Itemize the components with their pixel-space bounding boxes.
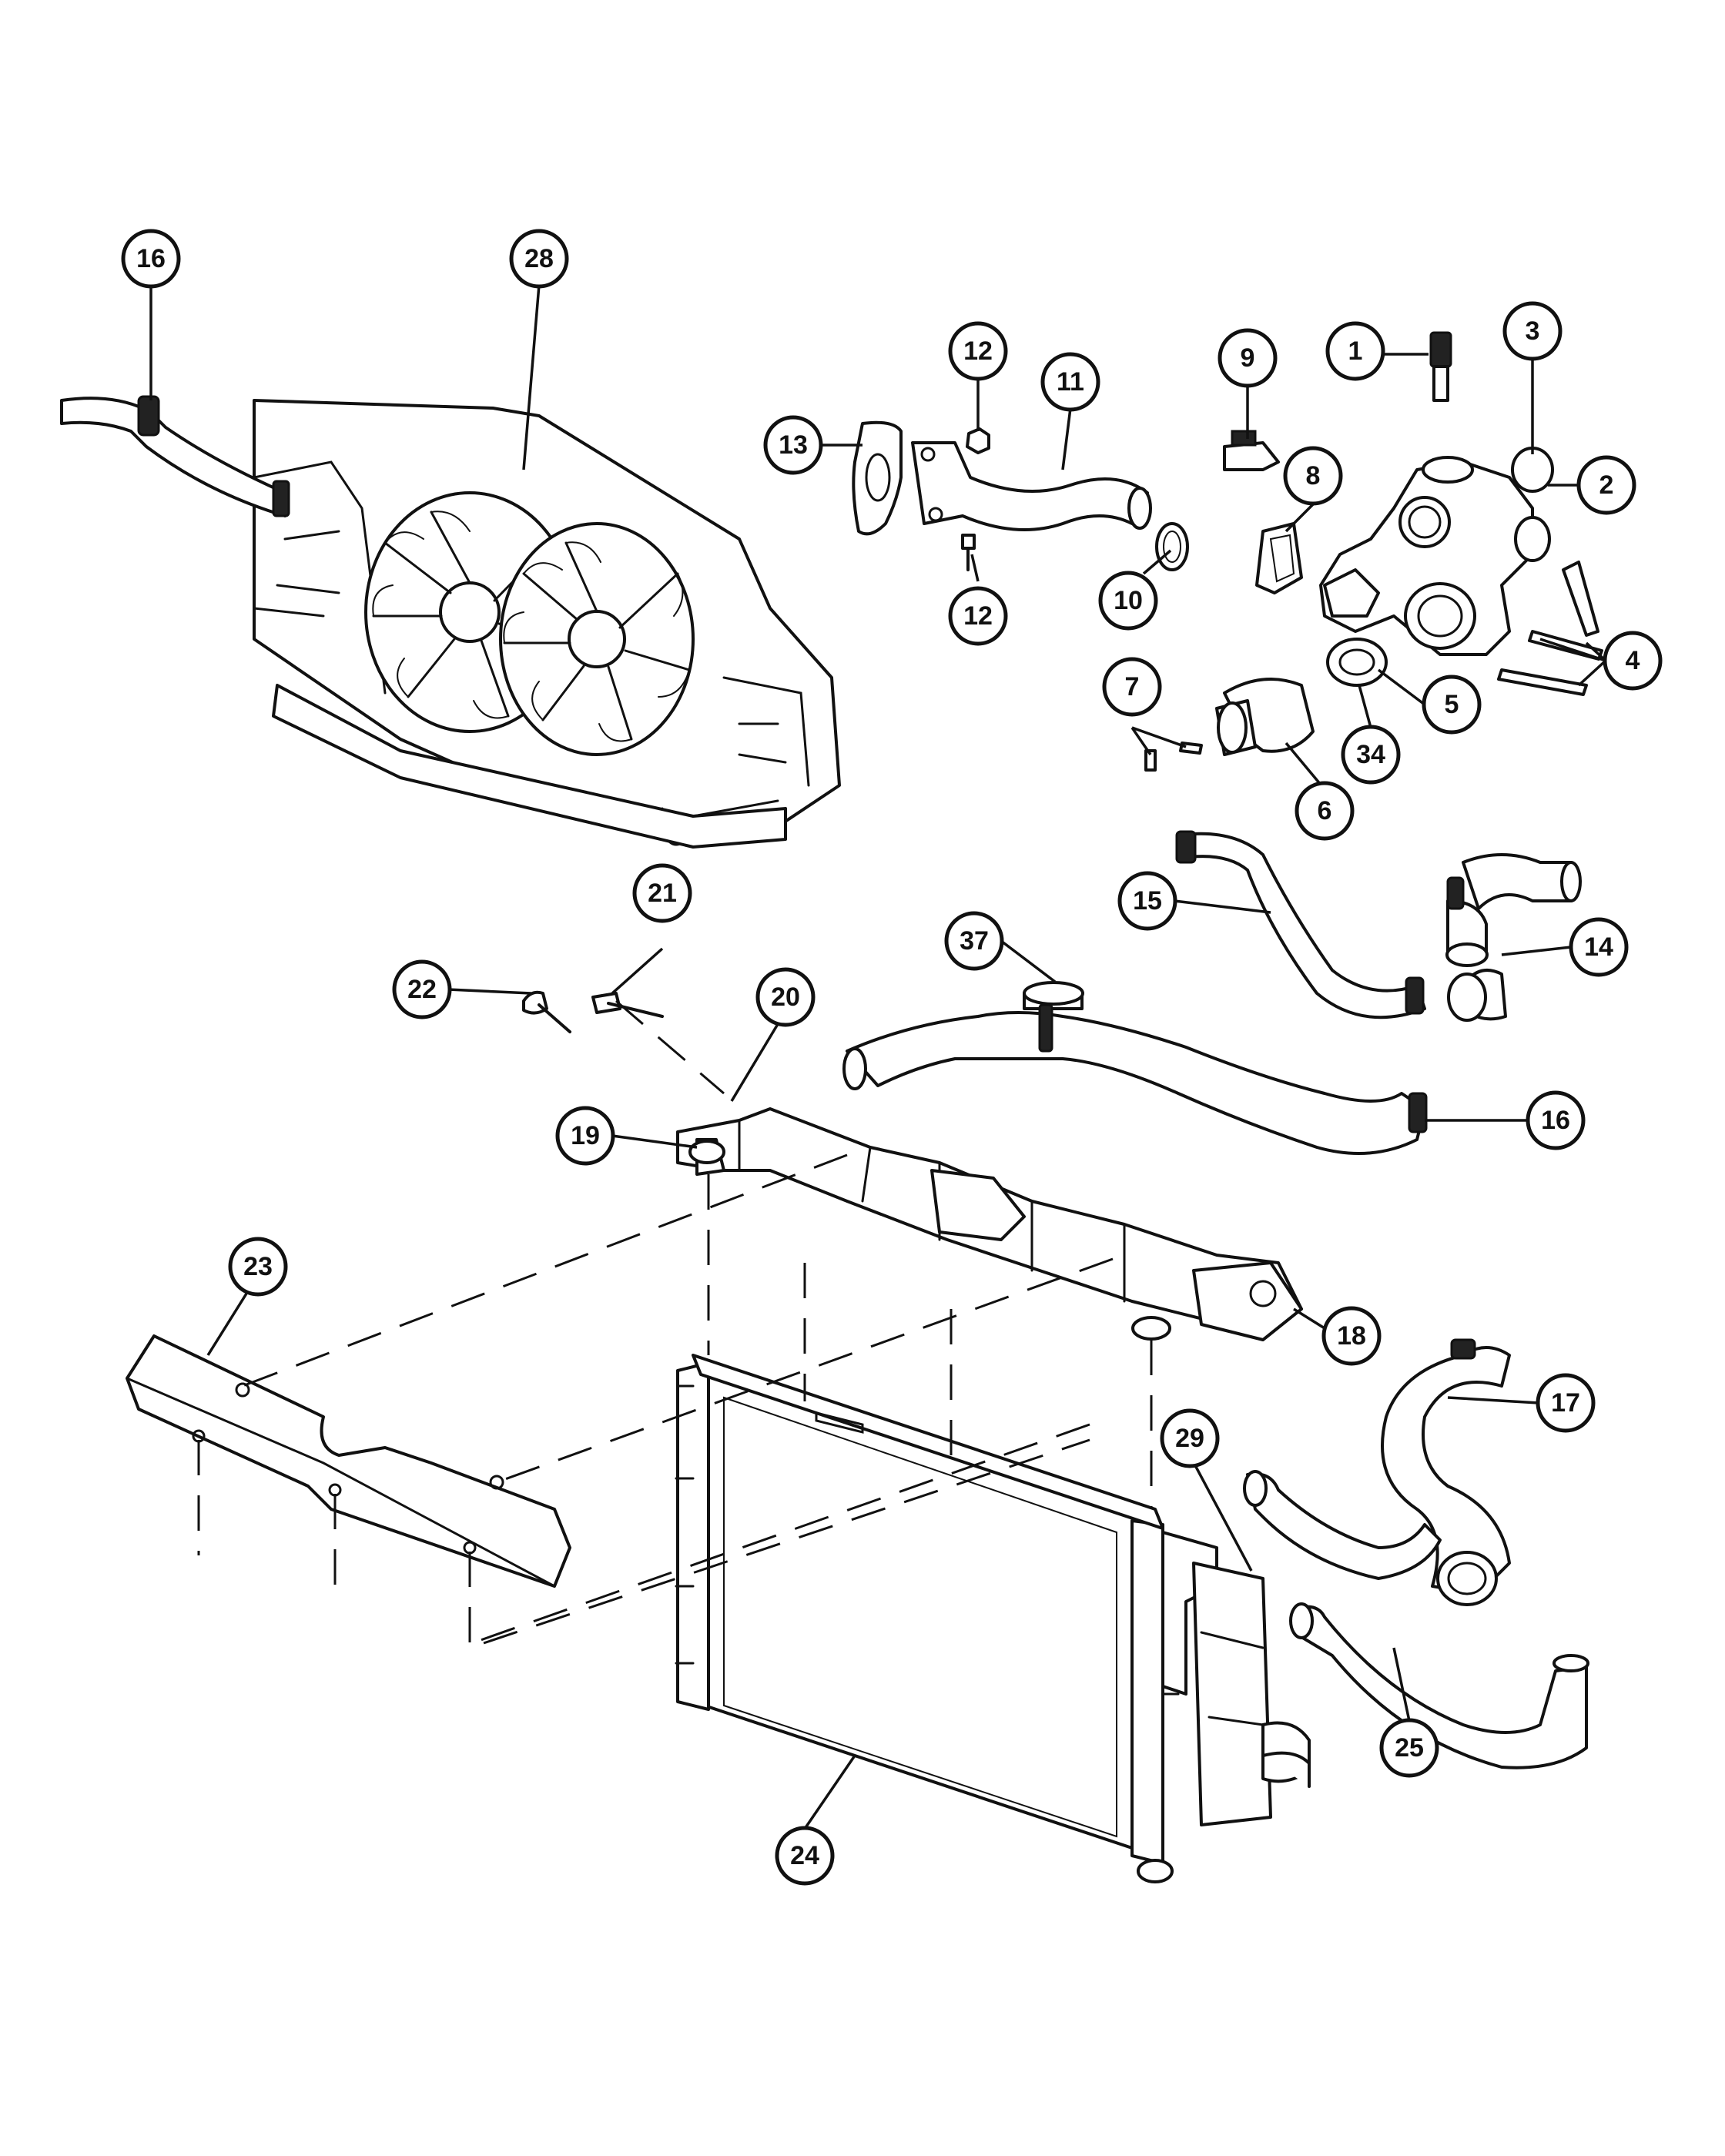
callout-label: 17	[1551, 1388, 1580, 1418]
callout-5: 5	[1422, 675, 1482, 735]
callout-19: 19	[555, 1106, 615, 1166]
callout-label: 9	[1241, 343, 1255, 373]
callout-label: 21	[648, 879, 677, 908]
radiator	[675, 1354, 1311, 1883]
callout-15: 15	[1117, 871, 1177, 931]
callout-label: 16	[136, 244, 166, 273]
callout-label: 2	[1599, 470, 1614, 500]
callout-37: 37	[944, 911, 1004, 971]
callout-label: 7	[1125, 672, 1140, 701]
callout-label: 12	[963, 336, 993, 366]
callout-28: 28	[509, 229, 569, 289]
stud	[961, 534, 976, 571]
thermostat-housing	[1319, 447, 1554, 656]
callout-label: 22	[407, 975, 437, 1004]
callout-25: 25	[1379, 1718, 1439, 1778]
nut	[966, 427, 990, 454]
callout-label: 14	[1584, 932, 1613, 962]
callout-12-top: 12	[948, 321, 1008, 381]
sensor-9	[1223, 430, 1280, 471]
callout-label: 19	[571, 1121, 600, 1150]
leader-lines	[149, 284, 1607, 1830]
callout-label: 1	[1348, 336, 1363, 366]
callout-label: 4	[1626, 646, 1640, 675]
callout-label: 5	[1445, 690, 1459, 719]
callout-6: 6	[1295, 781, 1355, 841]
callout-label: 28	[524, 244, 554, 273]
heater-hose-15	[1175, 830, 1426, 1019]
housing-bolts	[1497, 561, 1603, 696]
bolts-7	[1144, 742, 1203, 772]
callout-8: 8	[1283, 446, 1343, 506]
callout-label: 23	[243, 1252, 273, 1281]
callout-24: 24	[775, 1826, 835, 1886]
callout-label: 15	[1133, 886, 1162, 916]
callout-23: 23	[228, 1237, 288, 1297]
outlet-gasket	[852, 420, 903, 536]
callout-1: 1	[1325, 321, 1385, 381]
callout-16-bottom: 16	[1526, 1090, 1586, 1150]
callout-7: 7	[1102, 657, 1162, 717]
callout-label: 24	[790, 1841, 819, 1870]
callout-label: 16	[1541, 1106, 1570, 1135]
callout-22: 22	[392, 959, 452, 1019]
callout-12-bottom: 12	[948, 586, 1008, 646]
housing-gasket-8	[1255, 522, 1303, 594]
callout-label: 3	[1526, 316, 1540, 346]
callout-34: 34	[1341, 725, 1401, 785]
heater-hoses-14	[1445, 853, 1582, 1022]
callout-label: 12	[963, 601, 993, 631]
right-fan	[499, 522, 695, 756]
callout-label: 20	[771, 983, 800, 1012]
alignment-lines	[197, 999, 1153, 1650]
callout-9: 9	[1218, 328, 1278, 388]
mount-bolts	[522, 990, 664, 1033]
callout-29: 29	[1160, 1408, 1220, 1468]
callout-label: 37	[960, 926, 989, 956]
radiator-crossmember	[676, 1107, 1303, 1341]
callout-21: 21	[632, 863, 692, 923]
callout-label: 6	[1318, 796, 1332, 825]
o-ring	[1155, 522, 1189, 571]
callout-label: 10	[1114, 586, 1143, 615]
callout-2: 2	[1576, 455, 1636, 515]
callout-label: 13	[779, 430, 808, 460]
callout-label: 29	[1175, 1424, 1204, 1453]
upper-radiator-hose-16	[842, 981, 1428, 1155]
air-baffle	[126, 1334, 571, 1588]
lower-hose-25	[1289, 1602, 1589, 1769]
callout-16-top: 16	[121, 229, 181, 289]
callout-11: 11	[1040, 352, 1100, 412]
callout-label: 34	[1356, 740, 1385, 769]
radiator-fan-module	[60, 395, 841, 849]
lower-radiator-hose-17	[1243, 1338, 1511, 1606]
callout-label: 25	[1395, 1733, 1424, 1763]
temperature-sensor	[1429, 331, 1452, 402]
callout-3: 3	[1502, 301, 1563, 361]
callout-label: 18	[1337, 1321, 1366, 1351]
isolators	[688, 1140, 1171, 1341]
callout-label: 8	[1306, 461, 1321, 490]
callout-14: 14	[1569, 917, 1629, 977]
callout-4: 4	[1603, 631, 1663, 691]
callout-17: 17	[1536, 1373, 1596, 1433]
callout-13: 13	[763, 415, 823, 475]
callout-label: 11	[1057, 367, 1084, 397]
callout-20: 20	[755, 967, 816, 1027]
coolant-outlet-tube	[911, 441, 1152, 531]
thermostat-cover-6	[1215, 678, 1315, 756]
thermostat	[1326, 638, 1388, 687]
callout-18: 18	[1321, 1306, 1382, 1366]
callout-10: 10	[1098, 571, 1158, 631]
